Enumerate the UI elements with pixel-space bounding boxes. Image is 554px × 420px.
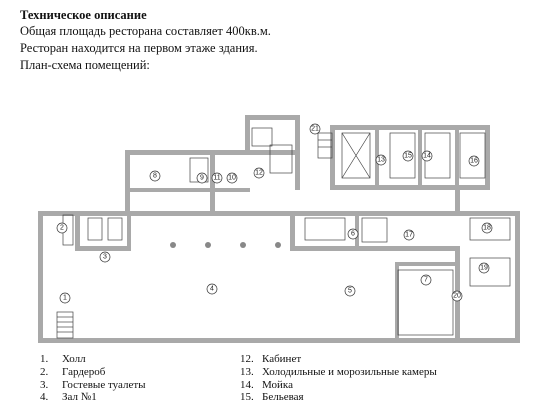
room-20-label: 20 xyxy=(453,293,461,300)
legend-item: 1.Холл xyxy=(40,353,86,365)
room-13-label: 13 xyxy=(377,157,385,164)
legend-item: 2.Гардероб xyxy=(40,365,106,378)
room-6-label: 6 xyxy=(351,231,355,238)
legend-item: 13.Холодильные и морозильные камеры xyxy=(240,365,437,378)
legend-item: 14.Мойка xyxy=(240,378,293,391)
room-18-label: 18 xyxy=(483,225,491,232)
plan-walls xyxy=(38,115,520,343)
doc-title: Техническое описание xyxy=(20,8,147,22)
room-21-label: 21 xyxy=(311,126,319,133)
room-19-label: 19 xyxy=(480,265,488,272)
legend-item: 3.Гостевые туалеты xyxy=(40,378,146,391)
area-text: Общая площадь ресторана составляет 400кв… xyxy=(20,24,271,38)
room-5-label: 5 xyxy=(348,288,352,295)
floor-text: Ресторан находится на первом этаже здани… xyxy=(20,41,258,55)
room-15-label: 15 xyxy=(404,153,412,160)
room-17-label: 17 xyxy=(405,232,413,239)
room-3-label: 3 xyxy=(103,254,107,261)
room-7-label: 7 xyxy=(424,277,428,284)
legend-left: 1.Холл 2.Гардероб 3.Гостевые туалеты 4.З… xyxy=(40,353,146,404)
room-9-label: 9 xyxy=(200,175,204,182)
room-11-label: 11 xyxy=(213,175,220,182)
legend-item: 4.Зал №1 xyxy=(40,391,97,404)
plan-caption: План-схема помещений: xyxy=(20,58,150,72)
room-1-label: 1 xyxy=(63,295,67,302)
room-markers: 1 2 3 4 5 6 7 8 9 10 11 12 13 14 15 16 1… xyxy=(56,123,493,304)
room-14-label: 14 xyxy=(423,153,431,160)
plan-columns xyxy=(170,242,281,248)
room-2-label: 2 xyxy=(60,225,64,232)
room-16-label: 16 xyxy=(470,158,478,165)
room-8-label: 8 xyxy=(153,173,157,180)
legend-right: 12.Кабинет 13.Холодильные и морозильные … xyxy=(240,353,437,404)
room-10-label: 10 xyxy=(228,175,236,182)
room-4-label: 4 xyxy=(210,286,214,293)
legend-item: 15.Бельевая xyxy=(240,391,304,404)
legend-item: 12.Кабинет xyxy=(240,353,302,365)
room-12-label: 12 xyxy=(255,170,263,177)
plan-fixtures xyxy=(56,127,511,339)
